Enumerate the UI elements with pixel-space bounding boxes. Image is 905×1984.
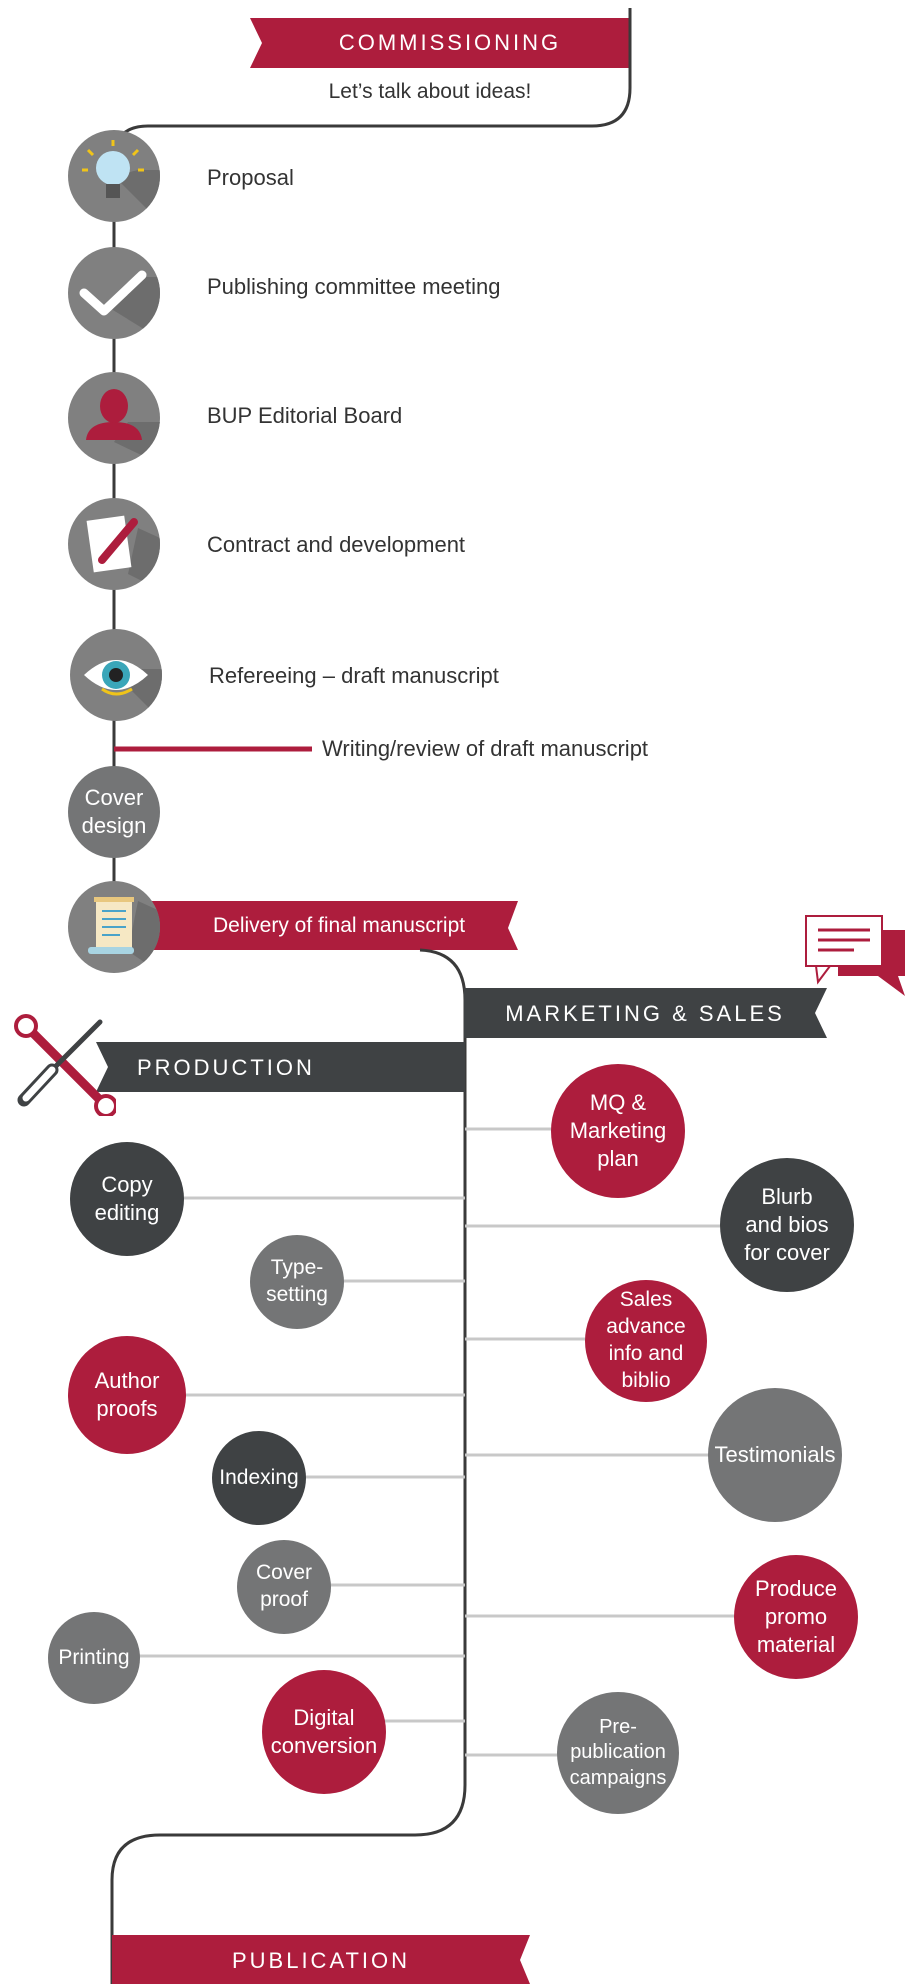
- eye-step-circle: [70, 629, 162, 721]
- checkmark-icon: [79, 270, 160, 339]
- checkmark-step-circle: [68, 247, 160, 339]
- lightbulb-step-circle: [68, 130, 160, 222]
- step-label-board: BUP Editorial Board: [207, 403, 403, 428]
- production-item-printing: Printing: [48, 1612, 140, 1704]
- production-item-digital: Digital conversion: [262, 1670, 386, 1794]
- document-pencil-icon: [86, 515, 160, 590]
- marketing-item-mq: MQ & Marketing plan: [551, 1064, 685, 1198]
- commissioning-subtitle: Let’s talk about ideas!: [328, 80, 532, 103]
- tools-icon: [14, 1014, 116, 1116]
- marketing-item-testimonials: Testimonials: [708, 1388, 842, 1522]
- step-label-committee: Publishing committee meeting: [207, 274, 501, 299]
- step-label-refereeing: Refereeing – draft manuscript: [209, 663, 499, 688]
- production-item-indexing: Indexing: [212, 1431, 306, 1525]
- writing-review-label: Writing/review of draft manuscript: [322, 736, 649, 761]
- lightbulb-icon: [82, 140, 160, 222]
- commissioning-ribbon: [250, 18, 630, 68]
- marketing-title: MARKETING & SALES: [505, 1001, 785, 1026]
- production-ribbon: [96, 1042, 465, 1092]
- eye-icon: [84, 660, 162, 721]
- marketing-item-promo: Produce promo material: [734, 1555, 858, 1679]
- step-label-proposal: Proposal: [207, 165, 294, 190]
- production-title: PRODUCTION: [137, 1055, 315, 1080]
- spine-top-curve: [110, 948, 467, 1984]
- scroll-icon: [88, 897, 160, 973]
- delivery-ribbon: [150, 901, 518, 950]
- person-step-circle: [68, 372, 160, 464]
- marketing-ribbon: [464, 988, 827, 1038]
- production-item-proofs: Author proofs: [68, 1336, 186, 1454]
- speech-bubble-icon: [805, 915, 905, 996]
- step-label-contract: Contract and development: [207, 532, 466, 557]
- publication-ribbon: [112, 1935, 530, 1984]
- production-item-copy: Copy editing: [70, 1142, 184, 1256]
- marketing-item-blurb: Blurb and bios for cover: [720, 1158, 854, 1292]
- marketing-item-sales: Sales advance info and biblio: [585, 1280, 707, 1402]
- commissioning-title: COMMISSIONING: [338, 30, 562, 55]
- person-icon: [86, 389, 160, 464]
- cover-design-circle: Cover design: [68, 766, 160, 858]
- production-item-cover-proof: Cover proof: [237, 1540, 331, 1634]
- delivery-step-circle: [68, 881, 160, 973]
- production-item-typesetting: Type- setting: [250, 1235, 344, 1329]
- marketing-item-prepub: Pre- publication campaigns: [557, 1692, 679, 1814]
- publication-title: PUBLICATION: [231, 1948, 411, 1973]
- document-step-circle: [68, 498, 160, 590]
- delivery-label: Delivery of final manuscript: [213, 914, 466, 937]
